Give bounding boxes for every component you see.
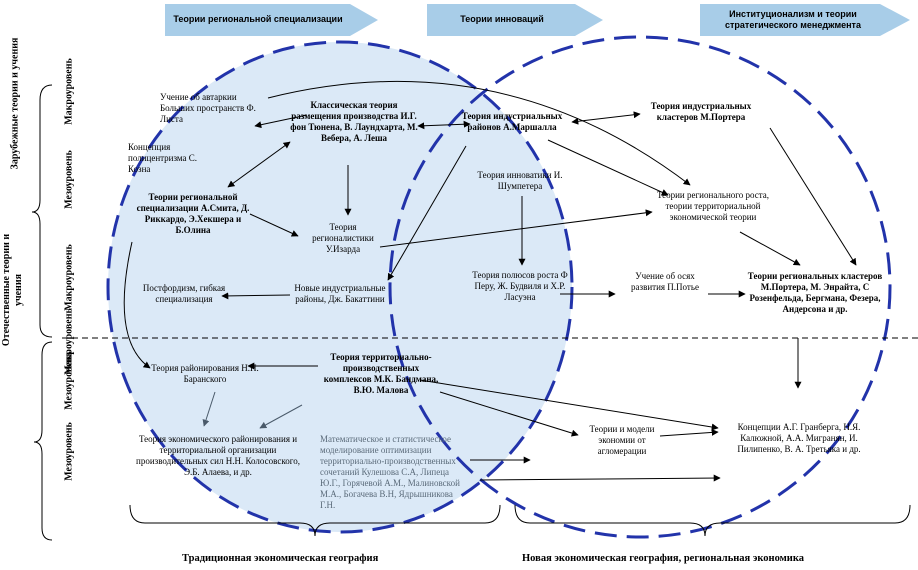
footer-new: Новая экономическая география, региональ… [522, 553, 804, 564]
arrow-classical-to-autarky [254, 114, 308, 129]
brace-traditional [129, 504, 501, 537]
node-growth-poles: Теория полюсов роста Ф Перу, Ж. Будвиля … [472, 270, 568, 302]
label-meso-2: Мезоуровень [63, 351, 75, 410]
arrow-specialization-to-baransky [123, 241, 151, 369]
arrow-growth-to-clusters [739, 231, 801, 266]
header-innovation: Теории инноваций [460, 14, 544, 24]
node-industrial-districts: Теория индустриальных районов А.Маршалла [461, 111, 563, 132]
node-isard: Теория регионалистики У.Изарда [312, 222, 374, 254]
arrow-isard-to-regional-growth [379, 209, 653, 248]
arrow-specialization-to-isard [249, 213, 299, 237]
brace-new [514, 504, 911, 537]
node-kolosovsky: Теория экономического районирования и те… [136, 434, 300, 477]
header-arrow-innovation [427, 4, 603, 36]
node-granberg: Концепции А.Г. Гранберга, Н.Я. Калюжной,… [737, 422, 861, 454]
arrow-districts-to-regional-growth [547, 139, 669, 196]
node-regional-clusters: Теории региональных кластеров М.Портера,… [747, 271, 883, 314]
new-geography-circle [388, 35, 892, 539]
node-autarky: Учение об автаркии Больших пространств Ф… [160, 92, 256, 124]
arrow-new-districts-to-postfordism [221, 292, 291, 300]
header-regional-specialization: Теории региональной специализации [173, 14, 343, 24]
label-meso-3: Мезоуровень [63, 422, 75, 481]
node-math-modeling: Математическое и статистическое моделиро… [320, 434, 460, 510]
node-polycentrism: Концепция полицентризма С. Козна [128, 142, 198, 174]
label-macro-1: Макроуровень [63, 58, 75, 125]
arrow-porter-to-clusters [769, 127, 857, 266]
brace-domestic [33, 341, 53, 541]
arrow-autarky-to-regional-growth [267, 80, 691, 186]
arrow-tpk-to-kolosovsky [259, 404, 303, 429]
arrow-classical-to-specialization [227, 141, 291, 188]
node-classical-location: Классическая теория размещения производс… [290, 100, 418, 143]
label-domestic-theories: Отечественные теории и учения [1, 233, 24, 347]
node-baransky: Теория районирования Н.Н. Баранского [151, 363, 259, 384]
node-regional-growth: Теории регионального роста, теории терри… [656, 190, 770, 222]
arrow-tpk-to-agglomeration [439, 391, 579, 437]
brace-foreign [31, 84, 53, 338]
node-tpk: Теория территориально-производственных к… [323, 352, 439, 395]
arrow-districts-to-new-districts [387, 145, 467, 281]
label-macro-2: Макроуровень [63, 244, 75, 311]
header-institutionalism: Институционализм и теории стратегическог… [725, 9, 861, 30]
node-porter-clusters: Теория индустриальных кластеров М.Портер… [650, 101, 752, 122]
node-agglomeration: Теории и модели экономии от агломерации [589, 424, 655, 456]
node-new-districts: Новые индустриальные районы, Дж. Бакатти… [294, 283, 386, 304]
node-innovation-schumpeter: Теория инноватики И. Шумпетера [477, 170, 563, 191]
arrow-classical-to-districts [417, 120, 471, 130]
arrow-baransky-to-kolosovsky [202, 391, 216, 427]
arrow-tpk-to-granberg [419, 379, 719, 431]
header-arrow-institutionalism [700, 4, 910, 36]
header-arrow-specialization [165, 4, 378, 36]
traditional-geography-circle [106, 40, 574, 534]
arrow-agglomeration-to-granberg [659, 428, 719, 437]
label-foreign-theories: Зарубежные теории и учения [9, 37, 21, 170]
footer-traditional: Традиционная экономическая география [182, 553, 379, 564]
node-postfordism: Постфордизм, гибкая специализация [142, 283, 226, 304]
arrow-math-to-right [479, 474, 721, 482]
label-meso-1: Мезоуровень [63, 150, 75, 209]
node-regional-specialization: Теории региональной специализации А.Смит… [136, 192, 250, 235]
node-axes: Учение об осях развития П.Потье [631, 271, 699, 292]
